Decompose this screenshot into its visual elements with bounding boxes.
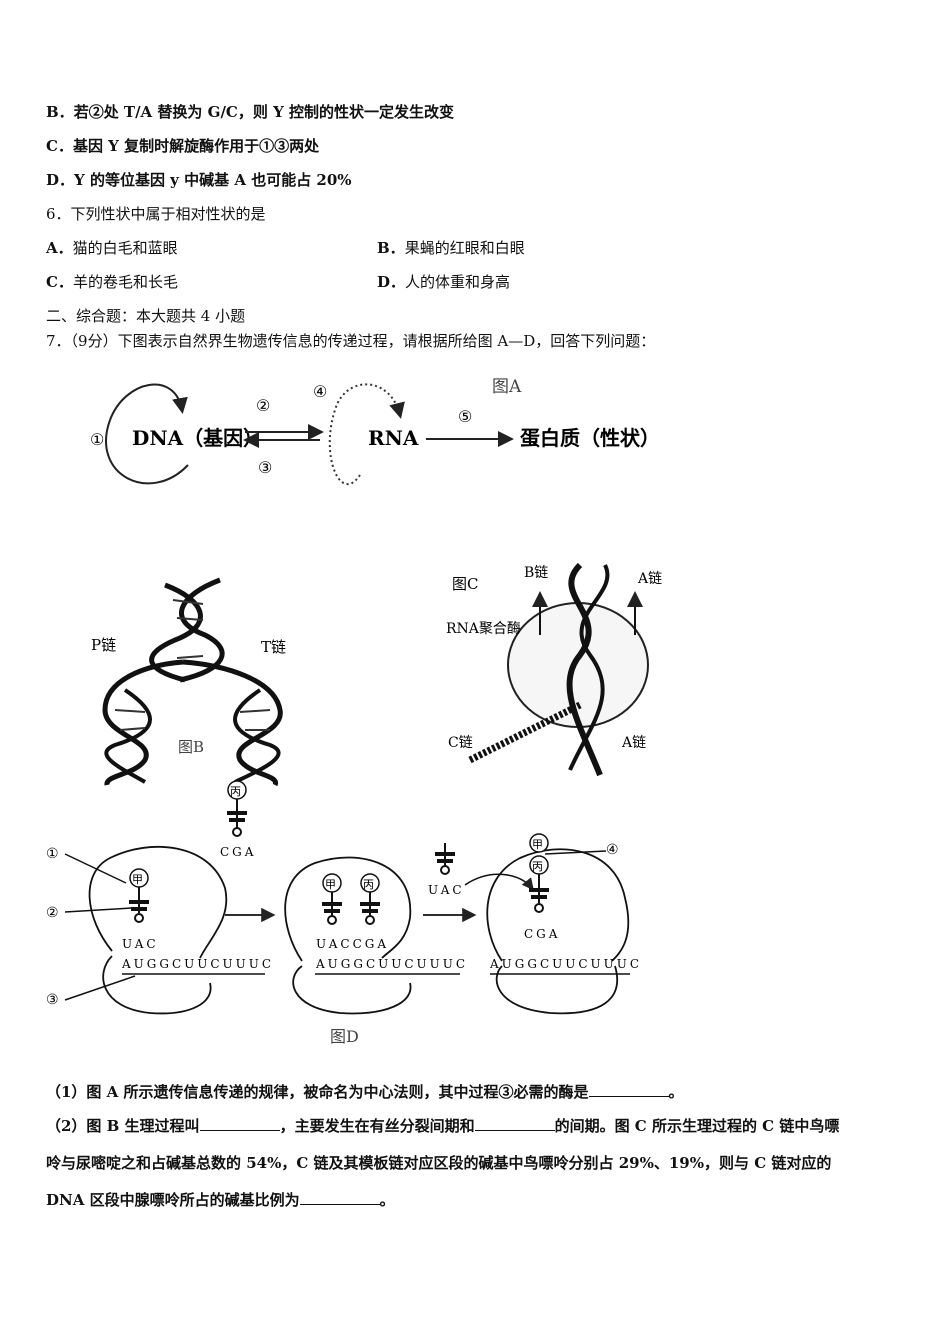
figure-a-central-dogma: ① DNA（基因） ② ③ ④ RNA ⑤ 蛋白质（性状） 图A [90,377,660,485]
option-label: A． [46,239,73,257]
subquestion-1: （1）图 A 所示遗传信息传递的规律，被命名为中心法则，其中过程③必需的酶是 。 [46,1082,684,1102]
rna-polymerase-label: RNA聚合酶 [446,621,521,637]
figure-d-translation: 丙 CGA 甲 UAC AUGGCUUCUUUC 甲 丙 UACCGA AUGG… [46,780,642,1046]
question-7-stem: 7．（9分）下图表示自然界生物遗传信息的传递过程，请根据所给图 A—D，回答下列… [46,332,656,350]
option-q6-b: B．果蝇的红眼和白眼 [377,238,525,258]
stage2-anticodon: UACCGA [316,937,389,951]
punctuation: 。 [379,1191,395,1209]
svg-text:CGA: CGA [220,845,256,859]
question-6-stem: 6．下列性状中属于相对性状的是 [46,205,266,223]
subquestion-2-text-b: ，主要发生在有丝分裂间期和 [279,1117,475,1135]
mark-d-1: ① [46,846,59,862]
option-q5-b: B．若②处 T/A 替换为 G/C，则 Y 控制的性状一定发生改变 [46,102,454,122]
option-q5-c: C．基因 Y 复制时解旋酶作用于①③两处 [46,136,319,156]
answer-blank-2[interactable] [199,1116,280,1131]
trna-leaving [435,843,455,875]
figure-a-caption: 图A [492,377,522,397]
mark-d-3: ③ [46,992,59,1008]
p-strand-label: P链 [91,636,116,654]
option-label: D． [46,171,75,189]
stage2-trnas: 甲 丙 [322,873,380,925]
option-text: 猫的白毛和蓝眼 [72,239,178,257]
mark-2: ② [256,396,270,415]
subquestion-2-text-a: （2）图 B 生理过程叫 [46,1117,200,1135]
mark-d-2: ② [46,905,59,921]
protein-label: 蛋白质（性状） [520,426,660,450]
answer-blank-1[interactable] [588,1082,669,1097]
svg-text:丙: 丙 [230,785,241,798]
mark-d-4: ④ [606,842,619,858]
option-text: 基因 Y 复制时解旋酶作用于①③两处 [72,137,320,155]
t-strand-label: T链 [261,638,286,656]
option-text: Y 的等位基因 y 中碱基 A 也可能占 20% [74,171,352,189]
a-strand-top-label: A链 [637,571,662,587]
punctuation: 。 [668,1083,684,1101]
figure-b-caption: 图B [178,738,204,756]
subquestion-2-line-2: 呤与尿嘧啶之和占碱基总数的 54%，C 链及其模板链对应区段的碱基中鸟嘌呤分别占… [46,1154,832,1172]
a-strand-bottom-label: A链 [621,735,646,751]
rna-label: RNA [368,426,419,450]
b-strand-label: B链 [524,565,548,581]
answer-blank-3[interactable] [474,1116,555,1131]
option-label: C． [46,137,73,155]
figure-c-caption: 图C [452,575,478,593]
option-q6-d: D．人的体重和身高 [377,272,510,292]
stage1-anticodon: UAC [122,937,159,951]
figure-c-transcription: 图C B链 A链 RNA聚合酶 C链 A链 [446,562,662,777]
stage1-trna: 甲 [129,868,149,923]
option-label: B． [46,103,74,121]
mark-3: ③ [258,458,272,477]
option-text: 若②处 T/A 替换为 G/C，则 Y 控制的性状一定发生改变 [73,103,455,121]
option-label: D． [377,273,406,291]
svg-text:丙: 丙 [363,878,374,891]
section-title: 二、综合题：本大题共 4 小题 [46,307,246,325]
option-q6-c: C．羊的卷毛和长毛 [46,272,178,292]
stage2-mrna: AUGGCUUCUUUC [315,957,468,971]
option-label: B． [377,239,405,257]
mark-1: ① [90,430,104,449]
leaving-anticodon: UAC [428,883,465,897]
figure-b-dna-replication: P链 T链 图B [91,577,286,787]
subquestion-2-text-c: 的间期。图 C 所示生理过程的 C 链中鸟嘌 [554,1117,840,1135]
dna-label: DNA（基因） [132,426,263,450]
option-text: 人的体重和身高 [405,273,511,291]
svg-text:甲: 甲 [132,873,143,886]
option-q6-a: A．猫的白毛和蓝眼 [46,238,178,258]
stage3-mrna: AUGGCUUCUUUC [489,957,642,971]
answer-blank-4[interactable] [299,1190,380,1205]
stage1-mrna: AUGGCUUCUUUC [121,957,274,971]
option-label: C． [46,273,73,291]
subquestion-2-line-3: DNA 区段中腺嘌呤所占的碱基比例为 。 [46,1190,395,1210]
c-strand-label: C链 [448,735,473,751]
subquestion-1-text: （1）图 A 所示遗传信息传递的规律，被命名为中心法则，其中过程③必需的酶是 [46,1083,589,1101]
trna-free-bing: 丙 CGA [220,780,256,859]
svg-text:丙: 丙 [532,860,543,873]
svg-text:甲: 甲 [325,878,336,891]
option-q5-d: D．Y 的等位基因 y 中碱基 A 也可能占 20% [46,170,352,190]
mark-4: ④ [313,382,327,401]
option-text: 果蝇的红眼和白眼 [404,239,525,257]
figure-d-caption: 图D [330,1027,359,1046]
stage3-trna: 甲 丙 [529,833,549,913]
stage3-anticodon: CGA [524,927,560,941]
subquestion-2-line-1: （2）图 B 生理过程叫 ，主要发生在有丝分裂间期和 的间期。图 C 所示生理过程的… [46,1116,839,1136]
svg-text:甲: 甲 [532,838,543,851]
option-text: 羊的卷毛和长毛 [72,273,178,291]
subquestion-2-text-d: DNA 区段中腺嘌呤所占的碱基比例为 [46,1191,300,1209]
mark-5: ⑤ [458,407,472,426]
